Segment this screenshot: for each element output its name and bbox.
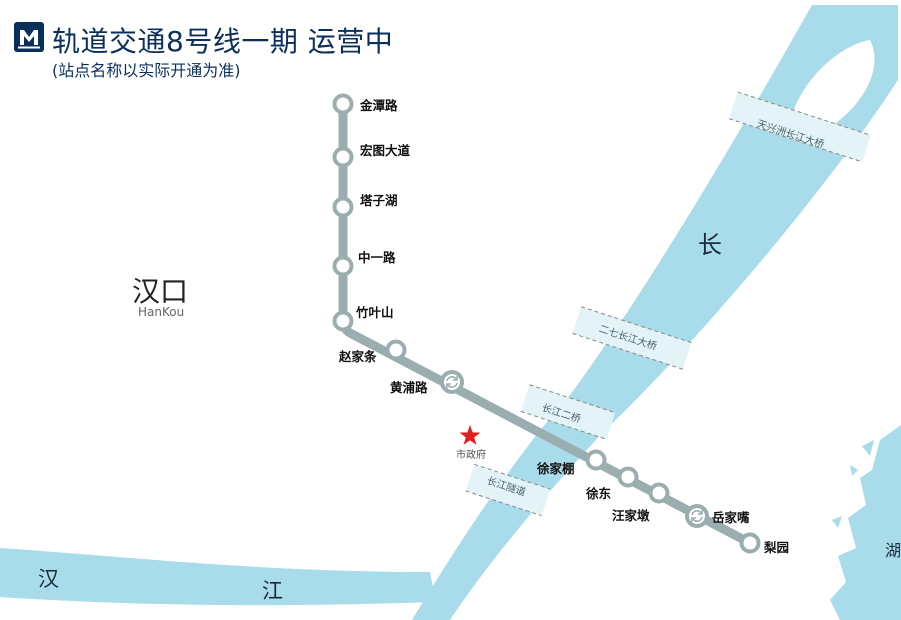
station-label-huangpulu[interactable]: 黄浦路 (390, 380, 428, 395)
station-label-yuejiazui[interactable]: 岳家嘴 (712, 510, 750, 525)
transfer-icon (691, 510, 703, 522)
han-river (0, 548, 436, 606)
station-label-liyuan[interactable]: 梨园 (764, 540, 790, 555)
metro-logo-icon (14, 22, 44, 52)
station-marker[interactable] (385, 339, 407, 361)
station-marker[interactable] (332, 146, 354, 168)
station-label-wangjiadun[interactable]: 汪家墩 (612, 508, 650, 523)
star-icon (459, 425, 481, 445)
han-river-label-2: 江 (262, 579, 283, 603)
station-marker[interactable] (617, 466, 639, 488)
station-marker[interactable] (648, 482, 670, 504)
station-label-zhuyeshan[interactable]: 竹叶山 (356, 305, 394, 320)
landmark-label: 市政府 (456, 450, 486, 461)
east-lake (830, 425, 901, 620)
station-label-jintanlu[interactable]: 金潭路 (360, 98, 398, 113)
lake-label: 湖 (885, 541, 901, 560)
station-label-zhongyilu[interactable]: 中一路 (358, 250, 396, 265)
station-marker[interactable] (585, 449, 607, 471)
district-name: 汉口 (132, 275, 189, 308)
tianxingzhou-island (790, 40, 875, 136)
station-label-xudong[interactable]: 徐东 (586, 486, 612, 501)
district-name-en: HanKou (138, 305, 185, 319)
station-label-hongtudadao[interactable]: 宏图大道 (360, 143, 411, 158)
map-subtitle: (站点名称以实际开通为准) (52, 61, 241, 80)
transfer-icon (446, 376, 458, 388)
station-marker[interactable] (332, 93, 354, 115)
tunnel-yangtze (465, 463, 551, 517)
transfer-station-marker[interactable] (440, 370, 464, 394)
bridge-erqi (572, 306, 692, 370)
han-river-label-1: 汉 (38, 567, 59, 591)
bridge-erqiao (520, 384, 616, 440)
station-label-zhaojiatiao[interactable]: 赵家条 (339, 349, 377, 364)
station-marker[interactable] (332, 310, 354, 332)
yangtze-river-label: 长 (698, 231, 722, 259)
station-label-xujiapeng[interactable]: 徐家棚 (537, 461, 575, 476)
station-marker[interactable] (332, 196, 354, 218)
station-markers (332, 93, 761, 554)
station-marker[interactable] (332, 255, 354, 277)
bridge-tianxingzhou (728, 91, 872, 163)
station-marker[interactable] (739, 532, 761, 554)
yangtze-river (412, 5, 898, 620)
map-title: 轨道交通8号线一期 运营中 (52, 25, 394, 58)
transfer-station-marker[interactable] (685, 504, 709, 528)
station-label-tazihu[interactable]: 塔子湖 (360, 193, 398, 208)
